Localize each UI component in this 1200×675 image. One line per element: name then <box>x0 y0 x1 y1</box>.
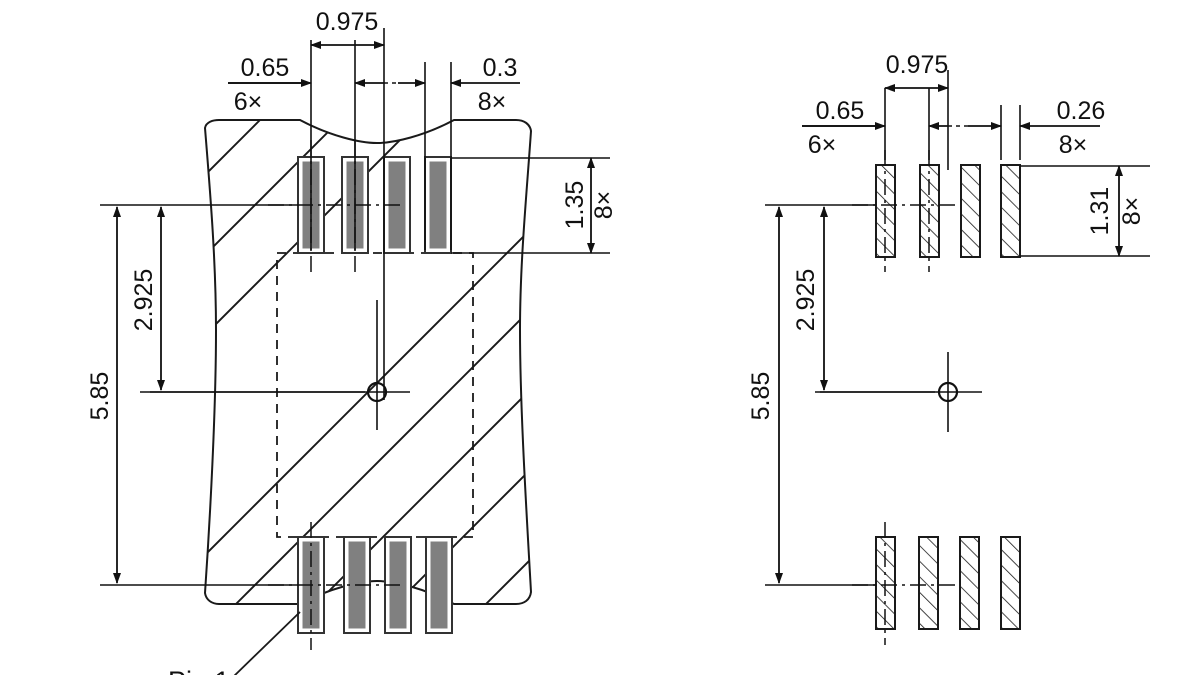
dim-width-mult-left: 8× <box>478 88 507 116</box>
dim-width-left: 0.3 <box>483 54 518 82</box>
dim-edge-right: 0.65 <box>816 97 865 125</box>
pad-r-bot-3 <box>959 536 980 630</box>
left-dimension-group-right-view: 2.925 5.85 <box>747 204 935 586</box>
dim-pitch-left: 0.975 <box>316 8 379 36</box>
top-dimension-group-right: 0.975 0.65 6× 0.26 8× <box>802 51 1105 170</box>
dim-inner-span-left: 2.925 <box>130 269 158 332</box>
dim-padlen-left: 1.35 <box>561 181 589 230</box>
pad-row-bottom-right <box>875 536 1021 630</box>
pin-1-label: Pin 1 <box>168 666 230 675</box>
dim-edge-left: 0.65 <box>241 54 290 82</box>
right-dimension-group-right-view: 1.31 8× <box>1020 165 1150 257</box>
left-dimension-group-left-view: 2.925 5.85 <box>86 204 365 586</box>
pad-bottom-4 <box>425 536 453 634</box>
dim-padlen-mult-left: 8× <box>590 191 618 220</box>
pad-r-top-3 <box>960 164 981 258</box>
dim-width-mult-right: 8× <box>1059 131 1088 159</box>
left-view: 0.975 0.65 6× 0.3 8× <box>86 8 618 675</box>
pad-r-bot-4 <box>1000 536 1021 630</box>
right-view: 0.975 0.65 6× 0.26 8× 1.31 <box>747 51 1150 645</box>
dim-padlen-mult-right: 8× <box>1118 197 1146 226</box>
dim-inner-span-right: 2.925 <box>792 269 820 332</box>
dim-pitch-right: 0.975 <box>886 51 949 79</box>
right-dimension-group-left-view: 1.35 8× <box>451 157 618 254</box>
top-dimension-group: 0.975 0.65 6× 0.3 8× <box>228 8 520 400</box>
dim-padlen-right: 1.31 <box>1086 187 1114 236</box>
pad-top-4 <box>424 156 452 254</box>
dim-outer-span-right: 5.85 <box>747 372 775 421</box>
dim-edge-mult-left: 6× <box>234 88 263 116</box>
pad-r-top-4 <box>1000 164 1021 258</box>
pad-row-top-right <box>875 164 1021 258</box>
dim-edge-mult-right: 6× <box>808 131 837 159</box>
dim-outer-span-left: 5.85 <box>86 372 114 421</box>
pin-1-annotation: Pin 1 <box>168 611 301 675</box>
pad-centerlines-right <box>852 150 960 645</box>
dim-width-right: 0.26 <box>1057 97 1106 125</box>
pad-r-bot-2 <box>918 536 939 630</box>
solder-mask-boundary <box>276 252 474 538</box>
